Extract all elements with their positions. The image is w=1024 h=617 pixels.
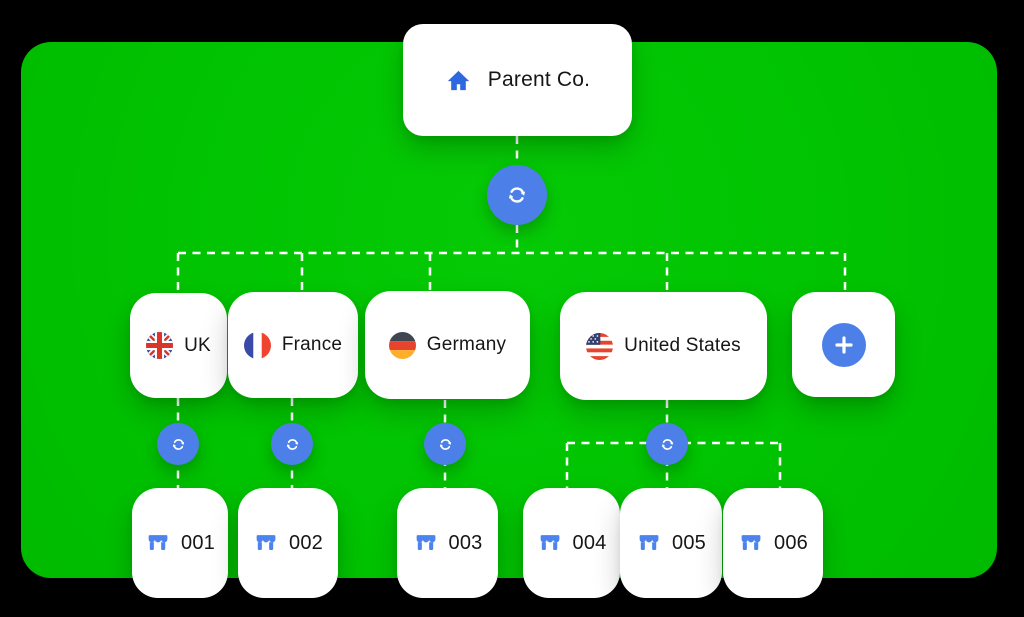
sync-button-france[interactable] xyxy=(271,423,313,465)
country-card-germany[interactable]: Germany xyxy=(365,291,530,399)
parent-company-card[interactable]: Parent Co. xyxy=(403,24,632,136)
plus-icon xyxy=(821,322,866,367)
store-card-004[interactable]: 004 xyxy=(523,488,620,598)
store-card-002[interactable]: 002 xyxy=(238,488,338,598)
add-entity-card[interactable] xyxy=(792,292,895,397)
sync-button-root[interactable] xyxy=(487,165,547,225)
country-label: UK xyxy=(184,334,211,356)
sync-icon xyxy=(286,438,298,450)
store-card-001[interactable]: 001 xyxy=(132,488,228,598)
sync-icon xyxy=(508,187,526,203)
store-label: 005 xyxy=(672,531,706,554)
sync-button-germany[interactable] xyxy=(424,423,466,465)
store-icon xyxy=(253,531,278,556)
sync-icon xyxy=(661,438,673,450)
store-label: 004 xyxy=(572,531,607,554)
sync-button-uk[interactable] xyxy=(157,423,199,465)
store-label: 002 xyxy=(289,531,323,554)
country-card-france[interactable]: France xyxy=(228,292,358,398)
store-icon xyxy=(413,531,438,556)
country-card-uk[interactable]: UK xyxy=(130,293,227,398)
store-label: 003 xyxy=(448,531,483,554)
store-icon xyxy=(145,531,170,556)
store-icon xyxy=(636,531,661,556)
store-icon xyxy=(537,531,562,556)
store-label: 006 xyxy=(774,531,808,554)
store-card-005[interactable]: 005 xyxy=(620,488,722,598)
sync-button-united-states[interactable] xyxy=(646,423,688,465)
sync-icon xyxy=(439,438,451,450)
germany-flag-icon xyxy=(388,331,416,359)
us-flag-icon xyxy=(586,332,614,360)
house-icon xyxy=(445,67,472,94)
store-label: 001 xyxy=(181,531,215,554)
country-label: Germany xyxy=(426,334,507,355)
store-card-006[interactable]: 006 xyxy=(723,488,823,598)
store-card-003[interactable]: 003 xyxy=(397,488,498,598)
country-label: France xyxy=(281,334,343,355)
sync-icon xyxy=(172,438,184,450)
france-flag-icon xyxy=(243,331,271,359)
uk-flag-icon xyxy=(146,332,174,359)
country-card-united-states[interactable]: United States xyxy=(560,292,767,400)
country-label: United States xyxy=(624,335,741,356)
store-icon xyxy=(738,531,763,556)
parent-company-label: Parent Co. xyxy=(487,68,591,91)
